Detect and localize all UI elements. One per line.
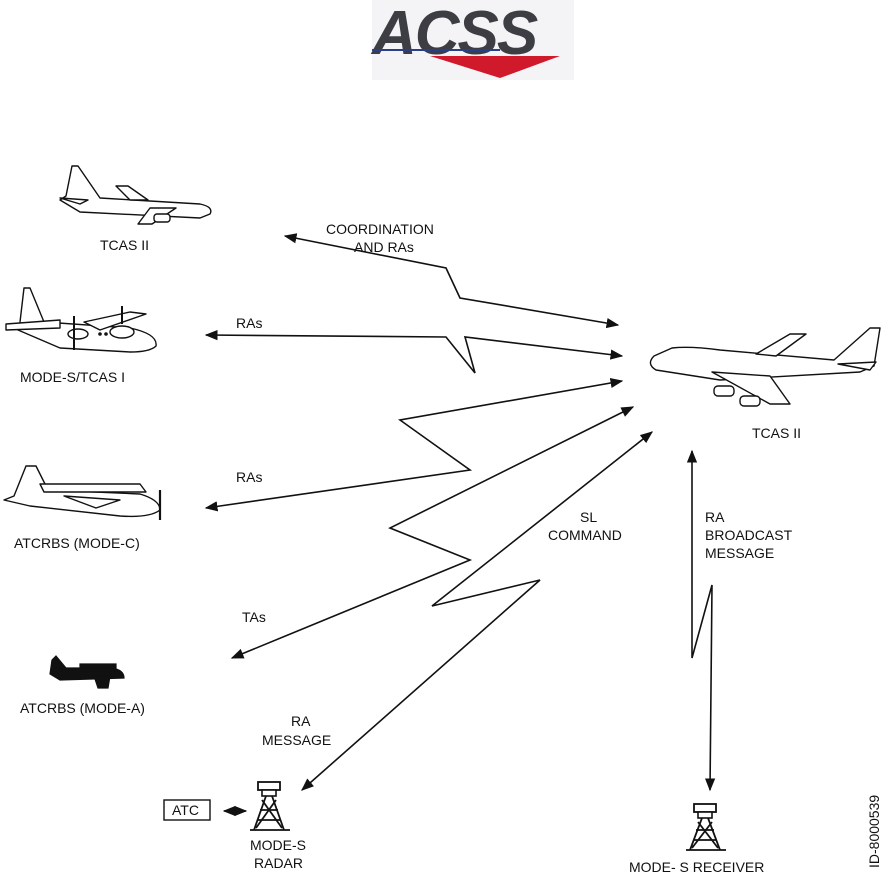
label-broadcast-2: BROADCAST (705, 527, 793, 543)
label-ras-upper: RAs (236, 315, 262, 331)
link-ras-mode-s (206, 335, 622, 373)
acss-logo: ACSS (370, 0, 574, 80)
link-ra-broadcast (692, 451, 712, 790)
jet-icon-tcas2-left (60, 166, 211, 224)
radar-tower-icon (250, 782, 290, 830)
label-atcrbs-mode-c: ATCRBS (MODE-C) (14, 535, 140, 551)
link-ras-mode-c (206, 381, 622, 508)
link-coordination (285, 236, 618, 325)
label-broadcast-3: MESSAGE (705, 545, 774, 561)
label-tcas2-left: TCAS II (100, 237, 149, 253)
label-ra-message-1: RA (291, 713, 311, 729)
label-radar-2: RADAR (254, 855, 303, 871)
label-ra-message-2: MESSAGE (262, 732, 331, 748)
small-plane-icon-mode-a (50, 656, 124, 688)
receiver-tower-icon (686, 804, 726, 850)
label-command: COMMAND (548, 527, 622, 543)
label-receiver: MODE- S RECEIVER (629, 859, 764, 875)
label-radar-1: MODE-S (250, 837, 306, 853)
label-tas: TAs (242, 609, 266, 625)
prop-plane-icon-mode-c (4, 466, 160, 520)
label-atcrbs-mode-a: ATCRBS (MODE-A) (20, 700, 145, 716)
link-sl-command (302, 432, 652, 790)
label-coordination-2: AND RAs (354, 239, 414, 255)
label-ras-lower: RAs (236, 469, 262, 485)
label-tcas2-own: TCAS II (752, 425, 801, 441)
jumbo-jet-icon-tcas2-own (650, 328, 880, 406)
turboprop-icon-mode-s (6, 288, 156, 352)
label-coordination-1: COORDINATION (326, 221, 434, 237)
label-broadcast-1: RA (705, 509, 725, 525)
label-mode-s-tcas1: MODE-S/TCAS I (20, 369, 125, 385)
figure-id: ID-8000539 (866, 795, 882, 868)
label-atc: ATC (172, 802, 199, 818)
label-sl: SL (580, 509, 597, 525)
